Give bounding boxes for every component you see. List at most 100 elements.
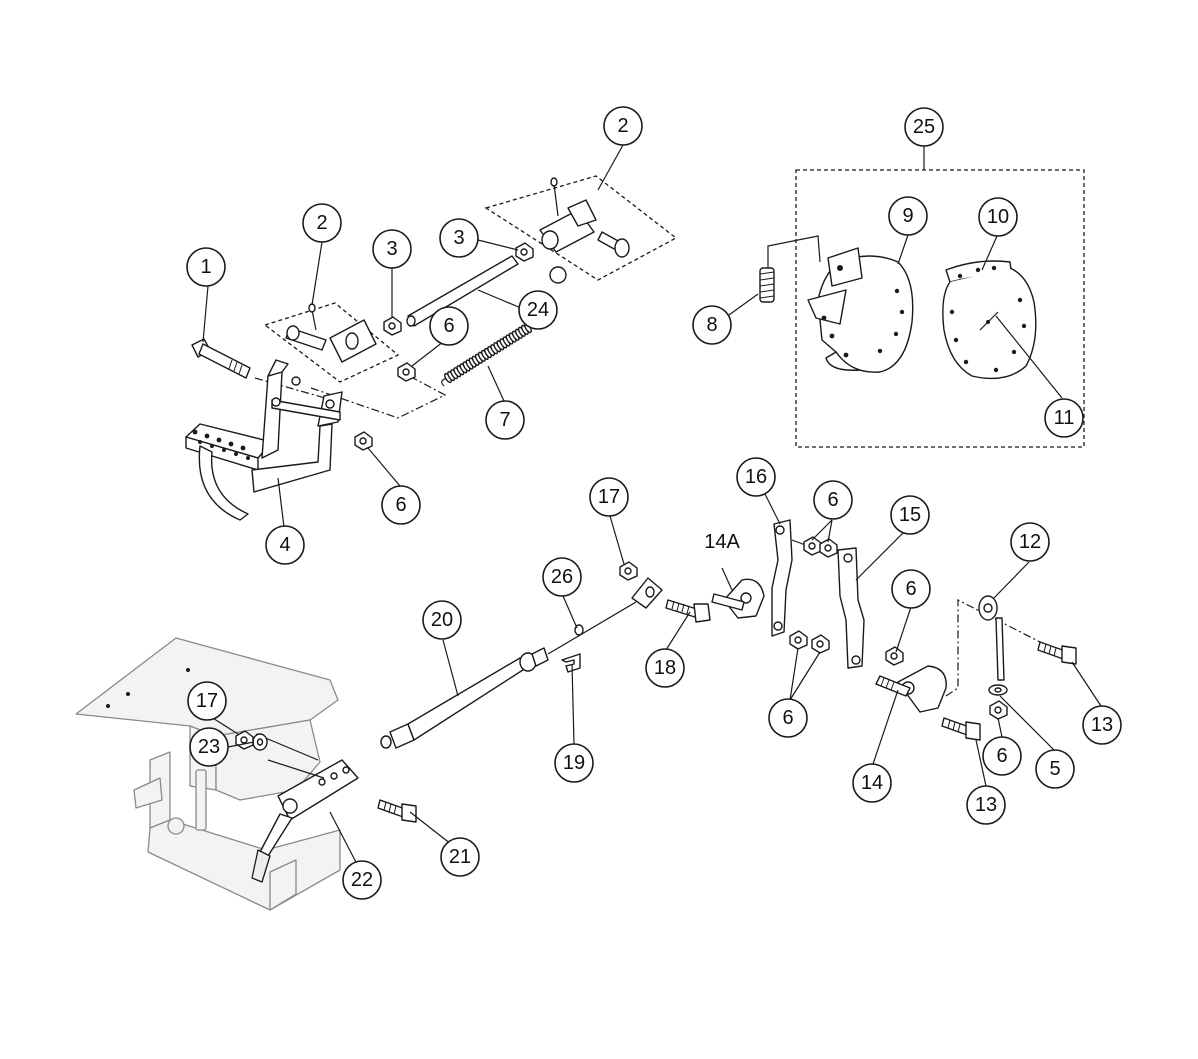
svg-text:2: 2 xyxy=(316,212,327,234)
leader-lines xyxy=(202,144,1102,871)
callout-20: 20 xyxy=(422,600,462,640)
brake-pedal-part-4 xyxy=(185,359,343,521)
callout-7: 7 xyxy=(485,400,525,440)
spring-part-8 xyxy=(759,267,775,303)
lever-part-16 xyxy=(771,519,809,637)
callout-12: 12 xyxy=(1010,522,1050,562)
callout-13-upper: 13 xyxy=(1082,705,1122,745)
svg-text:8: 8 xyxy=(706,314,717,336)
svg-text:26: 26 xyxy=(551,566,573,588)
nut-part-3-lower xyxy=(383,316,402,336)
label-14A: 14A xyxy=(704,531,740,553)
callout-6-pedal: 6 xyxy=(381,485,421,525)
callout-15: 15 xyxy=(890,495,930,535)
svg-text:15: 15 xyxy=(899,504,921,526)
svg-text:13: 13 xyxy=(975,794,997,816)
brake-band-part-9 xyxy=(807,247,914,373)
clip-part-19 xyxy=(561,653,581,673)
callout-6-levers-bottom: 6 xyxy=(768,698,808,738)
brake-cable-part-20 xyxy=(380,601,637,749)
svg-text:9: 9 xyxy=(902,205,913,227)
svg-text:1: 1 xyxy=(200,256,211,278)
callout-16: 16 xyxy=(736,457,776,497)
svg-text:6: 6 xyxy=(395,494,406,516)
callout-24: 24 xyxy=(518,290,558,330)
bolt-part-18 xyxy=(665,599,711,623)
svg-text:14: 14 xyxy=(861,772,883,794)
svg-text:13: 13 xyxy=(1091,714,1113,736)
bracket-part-14A xyxy=(711,578,765,619)
lever-part-15 xyxy=(837,547,865,669)
svg-text:6: 6 xyxy=(827,489,838,511)
nut-part-6-pedal xyxy=(354,431,373,451)
nut-part-6-lever-d xyxy=(811,634,830,654)
callout-5: 5 xyxy=(1035,749,1075,789)
callout-19: 19 xyxy=(554,743,594,783)
nut-part-3-upper xyxy=(515,242,534,262)
svg-text:25: 25 xyxy=(913,116,935,138)
bolt-centerline xyxy=(254,377,326,399)
svg-text:19: 19 xyxy=(563,752,585,774)
svg-text:6: 6 xyxy=(996,745,1007,767)
bolt-part-13-upper xyxy=(1037,641,1077,665)
callout-2-lower: 2 xyxy=(302,203,342,243)
callout-1: 1 xyxy=(186,247,226,287)
callout-25: 25 xyxy=(904,107,944,147)
bolt-part-21 xyxy=(377,799,417,823)
svg-text:17: 17 xyxy=(196,690,218,712)
callout-6-levers-top: 6 xyxy=(813,480,853,520)
callout-6-rod: 6 xyxy=(982,736,1022,776)
svg-text:17: 17 xyxy=(598,486,620,508)
svg-text:6: 6 xyxy=(443,315,454,337)
rod-eye-part-12 xyxy=(978,595,1005,681)
bolt-part-13-lower xyxy=(941,717,981,741)
svg-text:6: 6 xyxy=(782,707,793,729)
nut-part-17-upper xyxy=(619,561,638,581)
callout-6-mid: 6 xyxy=(429,306,469,346)
kit-25-boundary xyxy=(795,169,1085,448)
callout-13-lower: 13 xyxy=(966,785,1006,825)
svg-text:3: 3 xyxy=(453,227,464,249)
svg-text:21: 21 xyxy=(449,846,471,868)
nut-part-17-lower xyxy=(235,730,254,750)
bracket-part-14 xyxy=(875,665,947,713)
brake-rod-part-24 xyxy=(406,255,519,327)
callout-14: 14 xyxy=(852,763,892,803)
callout-18: 18 xyxy=(645,648,685,688)
callout-10: 10 xyxy=(978,197,1018,237)
nut-part-6-rod xyxy=(989,700,1008,720)
svg-text:3: 3 xyxy=(386,238,397,260)
band-lining-part-10 xyxy=(942,260,1037,380)
nut-part-6-bracket xyxy=(885,646,904,666)
svg-text:12: 12 xyxy=(1019,531,1041,553)
nut-part-6-mid xyxy=(397,362,416,382)
nut-part-6-lever-c xyxy=(789,630,808,650)
svg-text:16: 16 xyxy=(745,466,767,488)
callout-11: 11 xyxy=(1044,398,1084,438)
bolt-part-1 xyxy=(191,338,251,379)
callouts: 1 2 2 3 3 4 5 6 6 6 6 6 6 7 8 9 10 11 12… xyxy=(186,106,1122,900)
svg-text:7: 7 xyxy=(499,409,510,431)
svg-text:20: 20 xyxy=(431,609,453,631)
callout-17-lower: 17 xyxy=(187,681,227,721)
callout-9: 9 xyxy=(888,196,928,236)
callout-26: 26 xyxy=(542,557,582,597)
svg-text:10: 10 xyxy=(987,206,1009,228)
callout-23: 23 xyxy=(189,727,229,767)
callout-21: 21 xyxy=(440,837,480,877)
hand-lever-part-22 xyxy=(251,733,359,883)
svg-text:6: 6 xyxy=(905,578,916,600)
tractor-frame xyxy=(75,637,341,911)
svg-text:22: 22 xyxy=(351,869,373,891)
washer-part-5 xyxy=(988,684,1008,696)
svg-text:4: 4 xyxy=(279,534,290,556)
clevis-part-2-upper xyxy=(539,177,630,284)
svg-text:2: 2 xyxy=(617,115,628,137)
washer-part-23 xyxy=(252,733,268,751)
cable-clevis xyxy=(631,577,663,609)
callout-6-bracket: 6 xyxy=(891,569,931,609)
callout-3-upper: 3 xyxy=(439,218,479,258)
svg-text:24: 24 xyxy=(527,299,549,321)
clevis-part-2-lower xyxy=(285,303,377,363)
